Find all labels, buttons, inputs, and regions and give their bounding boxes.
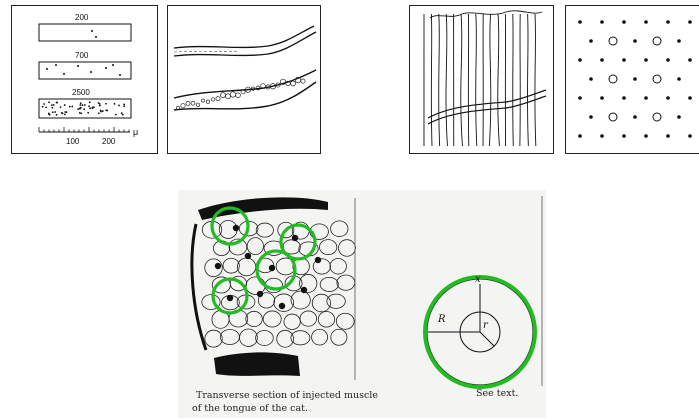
diagram-label-R: R	[438, 314, 446, 325]
muscle-section-drawing	[178, 190, 546, 418]
bar-label-2500: 2500	[72, 88, 90, 97]
figure-panel-lattice	[565, 5, 699, 154]
section-caption-line2: of the tongue of the cat.	[192, 403, 308, 415]
scale-tick-label-200: 200	[102, 137, 115, 146]
scale-unit-label: μ	[133, 127, 138, 137]
figure-panel-density-bars: 200 700 2500 100 200 μ	[11, 5, 158, 154]
bar-label-700: 700	[75, 51, 88, 60]
figure-muscle-section-scan: Transverse section of injected muscle of…	[178, 190, 546, 418]
figure-panel-fibre-bundle	[409, 5, 554, 154]
capillary-drawing	[168, 6, 320, 153]
scale-tick-label-100: 100	[66, 137, 79, 146]
section-caption-line1: Transverse section of injected muscle	[196, 390, 378, 402]
bar-label-200: 200	[75, 13, 88, 22]
diagram-label-r: r	[483, 320, 488, 331]
fibre-bundle-drawing	[410, 6, 553, 153]
diagram-caption: See text.	[476, 388, 518, 400]
diagram-label-x: x	[475, 274, 481, 285]
lattice-drawing	[566, 6, 699, 153]
figure-panel-capillaries	[167, 5, 321, 154]
